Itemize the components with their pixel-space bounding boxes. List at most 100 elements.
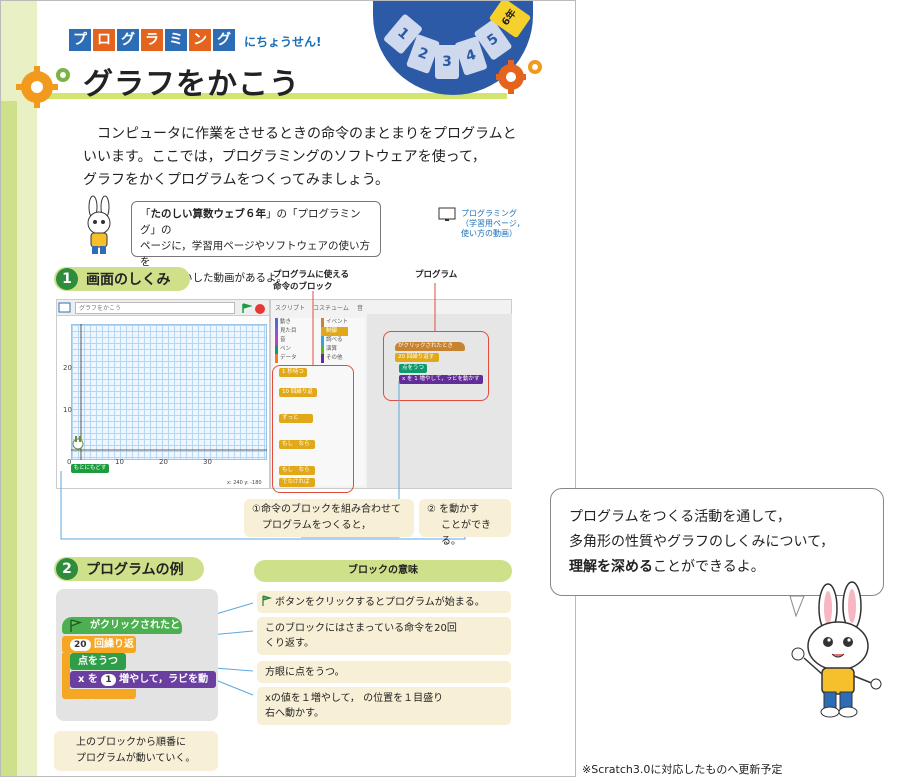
x-tick: 10 [115,458,124,466]
gear-icon [16,66,70,108]
category-more[interactable]: その他 [321,354,348,363]
header-underline [37,93,507,99]
plot-point-block[interactable]: 点をうつ [70,653,126,670]
title-tile: グ [213,29,235,51]
footnote: ※Scratch3.0に対応したものへ更新予定 [582,763,783,776]
summary-bubble: プログラムをつくる活動を通して， 多角形の性質やグラフのしくみについて， 理解を… [550,488,884,596]
section-number: 2 [56,558,78,580]
block-label: x を [78,674,98,685]
intro-text: コンピュータに作業をさせるときの命令のまとまりをプログラムと いいます。ここでは… [83,123,533,192]
increment-value[interactable]: 1 [101,674,116,686]
category-motion[interactable]: 動き [275,318,297,327]
program-label: プログラム [415,270,458,280]
pen-block[interactable]: 点をうつ [399,364,427,373]
example-program-panel: がクリックされたとき 20 回繰り返す 点をうつ x を 1 増やして，ラビを動… [56,589,218,721]
caption-text: 上のブロックから順番に [76,737,186,748]
challenge-label: にちょうせん! [244,35,322,49]
run-controls[interactable] [241,303,267,315]
note-text: ことができる。 [441,520,491,547]
move-rabbit-block[interactable]: x を 1 増やして，ラビを動かす [70,671,216,702]
summary-text: 多角形の性質やグラフのしくみについて， [569,534,835,550]
textbook-page: プ ロ グ ラ ミ ン グ にちょうせん! グラフをかこう 1 2 3 4 5 … [0,0,576,777]
category-data[interactable]: データ [275,354,297,363]
bubble-text: 」の「プログラミング」の [140,208,361,236]
link-text: （学習用ページ， [461,219,525,228]
repeat-block[interactable]: 20 回繰り返す [62,636,136,667]
left-band-accent [1,101,17,776]
y-tick: 20 [63,364,72,372]
coordinate-readout: x: 240 y: -180 [227,480,262,486]
tab-scripts[interactable]: スクリプト [275,305,306,312]
category-pen[interactable]: ペン [275,345,297,354]
green-flag-icon [70,619,83,632]
note-text: プログラムをつくると， [262,520,372,531]
category-control[interactable]: 制御 [321,327,349,336]
category-list-left: 動き 見た目 音 ペン データ [275,318,297,363]
meaning-point: 方眼に点をうつ。 [257,661,511,683]
meaning-text: このブロックにはさまっている命令を20回 [265,623,457,634]
category-sensing[interactable]: 調べる [321,336,348,345]
palette-block[interactable]: 10 回繰り返す [279,388,317,404]
tab-sounds[interactable]: 音 [357,305,364,312]
title-tile: ラ [141,29,163,51]
repeat-end [62,689,136,699]
web-link[interactable]: プログラミング （学習用ページ， 使い方の動画） [461,209,541,239]
repeat-block[interactable]: 20 回繰り返す [395,353,439,362]
category-operators[interactable]: 演算 [321,345,348,354]
meaning-repeat: このブロックにはさまっている命令を20回 くり返す。 [257,617,511,655]
block-palette: 動き 見た目 音 ペン データ イベント 制御 調べる 演算 その他 1 秒待つ… [273,318,365,487]
x-tick: 20 [159,458,168,466]
repeat-count[interactable]: 20 [70,639,91,651]
rabbit-mascot-icon [87,195,111,254]
block-meaning-header: ブロックの意味 [254,560,512,582]
grade-number: 3 [435,45,459,79]
category-events[interactable]: イベント [321,318,348,327]
scratch-editor: スクリプト コスチューム 音 動き 見た目 音 ペン データ イベント 制御 調… [270,299,512,489]
summary-text: ことができるよ。 [653,559,765,575]
monitor-icon [438,207,456,221]
title-tile: グ [117,29,139,51]
section-heading-2: 2 プログラムの例 [54,557,204,581]
x-tick: 30 [203,458,212,466]
bubble-text: ページに，学習用ページやソフトウェアの使い方を [140,240,371,268]
palette-block[interactable]: もし なら [279,466,315,475]
category-list-right: イベント 制御 調べる 演算 その他 [321,318,349,363]
category-looks[interactable]: 見た目 [275,327,297,336]
note-text: ② を動かす [427,504,480,515]
hat-block[interactable]: がクリックされたとき [395,342,465,351]
label-line: 命令のブロック [273,282,333,292]
note-combine: ①命令のブロックを組み合わせて プログラムをつくると， [244,499,414,537]
custom-block[interactable]: x を 1 増やして，ラビを動かす [399,375,483,384]
note-text: ①命令のブロックを組み合わせて [252,504,401,515]
intro-line: いいます。ここでは，プログラミングのソフトウェアを使って， [83,149,486,165]
title-tile: ミ [165,29,187,51]
section-heading-1: 1 画面のしくみ [54,267,190,291]
meaning-flag: ボタンをクリックするとプログラムが始まる。 [257,591,511,613]
palette-block[interactable]: 1 秒待つ [279,368,307,377]
meaning-text: 右へ動かす。 [265,708,324,719]
y-tick: 10 [63,406,72,414]
editor-tabs: スクリプト コスチューム 音 [271,300,365,314]
meaning-text: くり返す。 [265,638,314,649]
link-text: プログラミング [461,209,517,218]
scripts-area[interactable]: がクリックされたとき 20 回繰り返す 点をうつ x を 1 増やして，ラビを動… [367,314,512,488]
summary-text: プログラムをつくる活動を通して， [569,509,791,525]
fullscreen-icon[interactable] [58,302,71,313]
palette-block[interactable]: もし なら [279,440,315,449]
palette-block[interactable]: ずっと [279,414,313,423]
rabbit-mascot-icon [789,581,882,718]
intro-line: グラフをかくプログラムをつくってみましょう。 [83,172,390,188]
highlight-blocks [272,365,354,493]
tab-costumes[interactable]: コスチューム [313,305,349,312]
x-tick: 0 [67,458,72,466]
repeat-arm [62,653,70,691]
stage-toolbar: グラフをかこう [57,300,269,316]
project-name-field[interactable]: グラフをかこう [75,302,235,314]
blocks-label: プログラムに使える 命令のブロック [273,269,349,293]
reset-button[interactable]: もとにもどす [71,464,109,473]
palette-block[interactable]: でなければ [279,478,315,487]
highlight-program [383,331,489,401]
note-move: ② を動かす ことができる。 [419,499,511,547]
section-title: 画面のしくみ [86,272,171,288]
category-sound[interactable]: 音 [275,336,297,345]
